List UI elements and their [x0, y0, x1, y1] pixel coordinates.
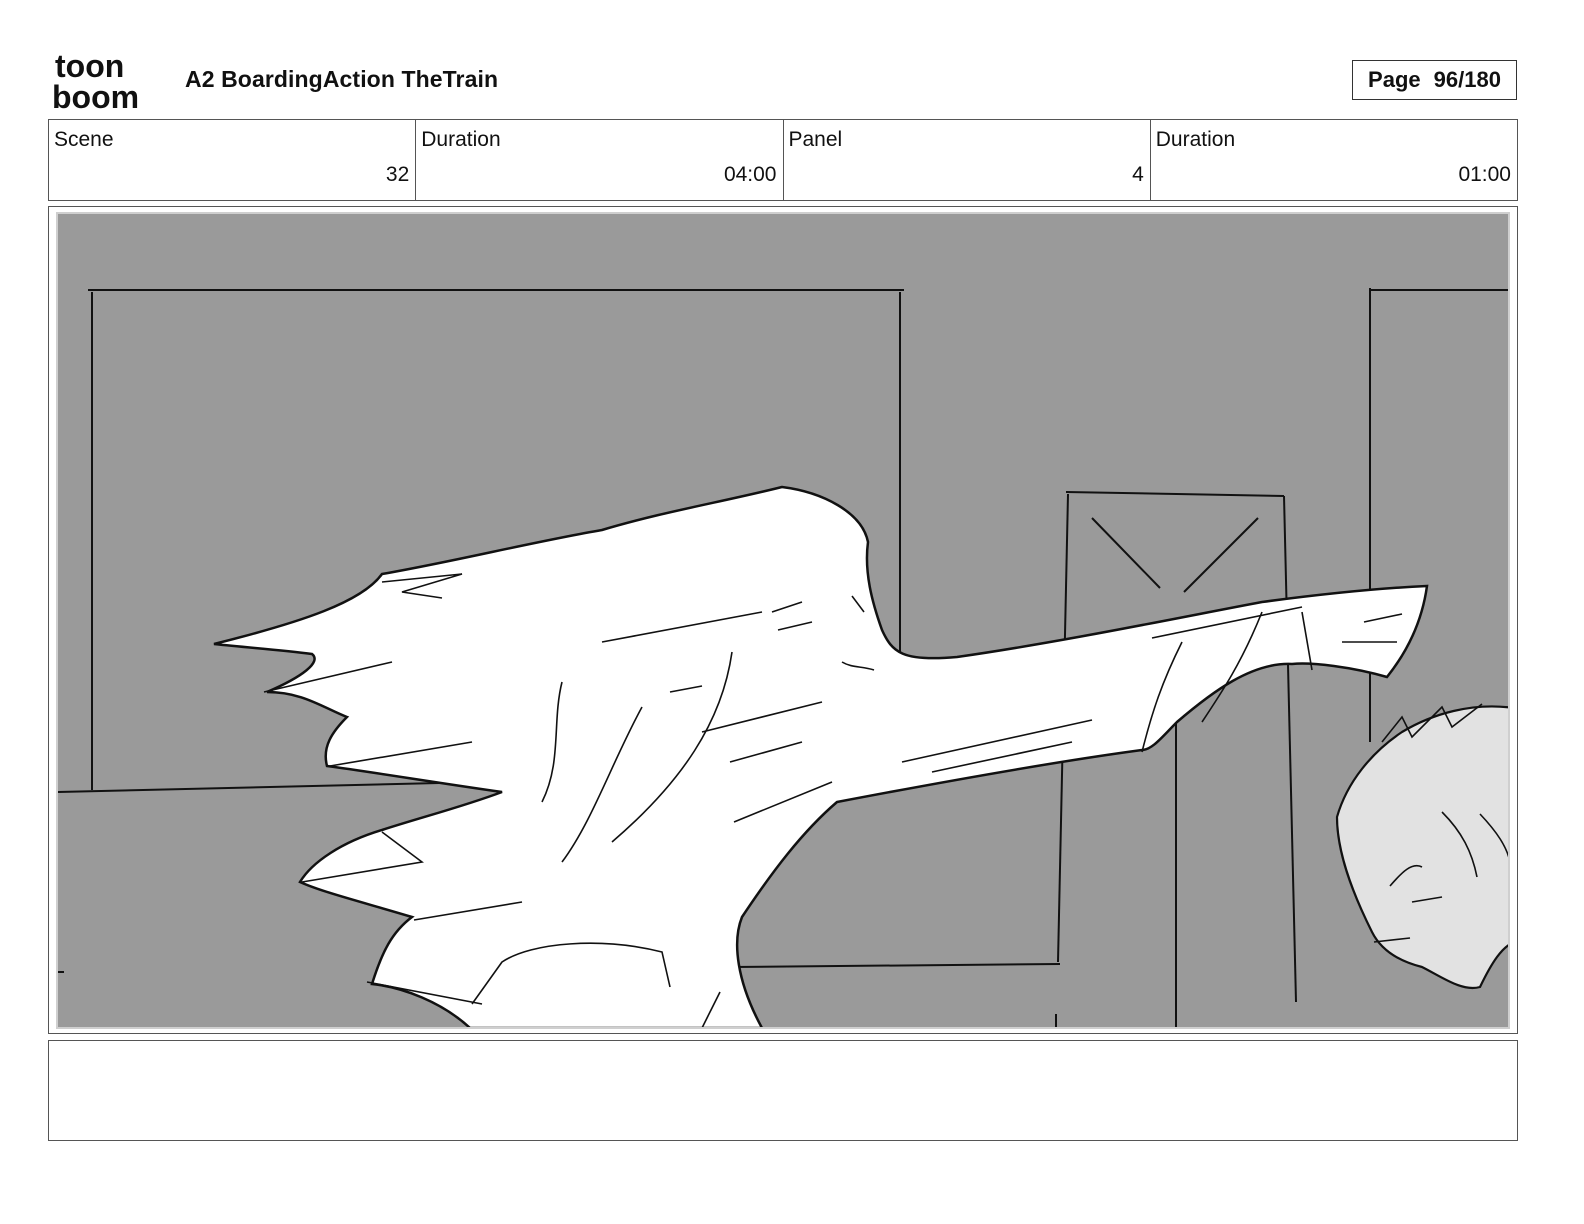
- panel-value: 4: [1132, 163, 1144, 186]
- panel-duration-value: 01:00: [1458, 163, 1511, 186]
- figure-silhouette: [213, 485, 1429, 1027]
- background-walls: [58, 288, 1508, 1027]
- document-title: A2 BoardingAction TheTrain: [185, 66, 499, 92]
- page-label: Page: [1368, 67, 1421, 92]
- scene-duration-label: Duration: [421, 128, 501, 151]
- storyboard-panel-frame: [48, 206, 1518, 1034]
- page-indicator: Page 96/180: [1352, 60, 1517, 100]
- panel-duration-label: Duration: [1155, 128, 1236, 151]
- panel-duration-cell: Duration 01:00: [1151, 120, 1517, 200]
- scene-cell: Scene 32: [49, 120, 417, 200]
- logo-bottom-text: boom: [52, 79, 139, 112]
- scene-value: 32: [385, 163, 410, 186]
- panel-info-row: Scene 32 Duration 04:00 Panel 4 Duration…: [48, 119, 1518, 201]
- scene-label: Scene: [54, 128, 114, 151]
- page-number: 96/180: [1433, 67, 1501, 92]
- panel-cell: Panel 4: [784, 120, 1151, 200]
- toon-boom-logo: toon boom: [52, 50, 139, 112]
- figure-detail-lines: [263, 573, 1403, 1027]
- secondary-figure-details: [1373, 703, 1508, 943]
- storyboard-sketch: [58, 288, 1508, 1027]
- storyboard-panel-image: [56, 212, 1510, 1029]
- scene-duration-value: 04:00: [723, 163, 777, 186]
- panel-label: Panel: [788, 128, 843, 151]
- logo-top-text: toon: [55, 50, 124, 84]
- scene-duration-cell: Duration 04:00: [416, 120, 784, 200]
- secondary-figure: [1335, 705, 1508, 990]
- panel-notes-box: [48, 1040, 1518, 1141]
